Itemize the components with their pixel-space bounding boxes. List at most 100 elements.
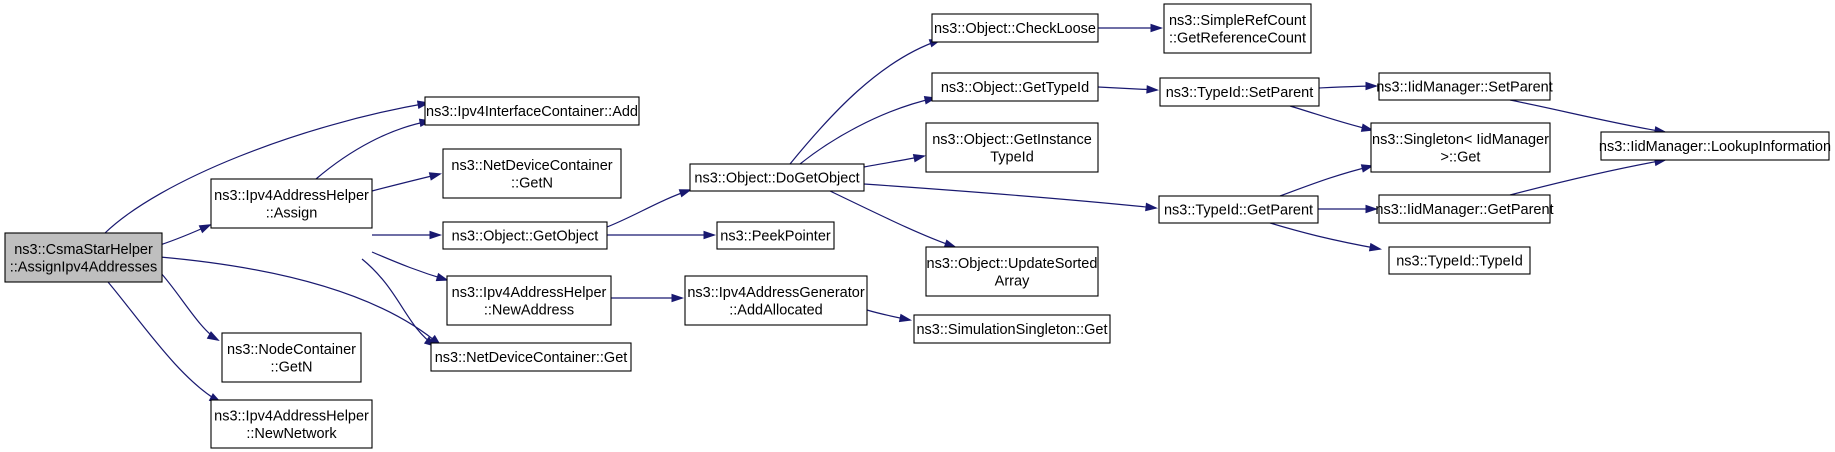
edge-arrowhead [1360,164,1374,173]
node-simsingleton-get[interactable]: ns3::SimulationSingleton::Get [913,314,1111,344]
node-ndc-get[interactable]: ns3::NetDeviceContainer::Get [430,342,632,372]
node-src-getrefcount[interactable]: ns3::SimpleRefCount::GetReferenceCount [1163,3,1312,54]
node-singleton-get[interactable]: ns3::Singleton< IidManager >::Get [1370,122,1551,173]
edge-obj_gettypeid-to-typeid_setparent [1097,85,1160,94]
node-box [1378,194,1551,224]
edge-obj_dogetobject-to-obj_updatesortedarray [829,190,957,248]
node-box [1370,122,1551,173]
node-peekpointer[interactable]: ns3::PeekPointer [716,221,835,250]
edge-typeid_getparent-to-singleton_get [1279,164,1374,197]
node-csma-assign[interactable]: ns3::CsmaStarHelper::AssignIpv4Addresses [4,232,163,283]
edge-typeid_setparent-to-singleton_get [1289,105,1374,132]
edge-obj_getobject-to-obj_dogetobject [606,189,692,228]
node-label-line: ::AssignIpv4Addresses [10,259,158,275]
node-iag-addallocated[interactable]: ns3::Ipv4AddressGenerator::AddAllocated [684,275,868,326]
node-box [4,232,163,283]
node-ndc-getn[interactable]: ns3::NetDeviceContainer::GetN [442,148,622,199]
edge-line [1269,222,1381,250]
node-obj-getobject[interactable]: ns3::Object::GetObject [442,221,608,250]
node-label-line: ns3::IidManager::LookupInformation [1599,139,1831,155]
node-obj-gettypeid[interactable]: ns3::Object::GetTypeId [931,72,1099,102]
node-label-line: Array [995,273,1030,289]
node-label-line: ns3::NetDeviceContainer [451,158,612,174]
edge-obj_getobject-to-peekpointer [607,230,717,240]
edge-arrowhead [1145,202,1159,212]
node-label-line: ns3::TypeId::GetParent [1164,203,1313,219]
node-label-line: ns3::Object::GetTypeId [941,80,1089,96]
edge-line [863,183,1157,209]
node-box [442,148,622,199]
node-box [221,332,362,383]
edge-arrowhead [1365,204,1379,214]
edge-arrowhead [435,272,449,282]
edge-arrowhead [678,189,692,198]
node-typeid-setparent[interactable]: ns3::TypeId::SetParent [1159,77,1320,107]
node-label-line: ns3::Ipv4AddressHelper [214,408,369,424]
node-label-line: ns3::Ipv4AddressGenerator [687,285,864,301]
edge-obj_dogetobject-to-obj_gettypeid [799,96,937,165]
edge-arrowhead [703,230,717,240]
node-box [430,342,632,372]
node-box [446,275,612,326]
node-iidm-getparent[interactable]: ns3::IidManager::GetParent [1375,194,1554,224]
node-iic-add[interactable]: ns3::Ipv4InterfaceContainer::Add [424,96,640,126]
edge-arrowhead [1146,85,1160,94]
node-obj-checkloose[interactable]: ns3::Object::CheckLoose [931,13,1099,43]
node-box [1600,131,1830,161]
node-label-line: ns3::Object::UpdateSorted [927,256,1098,272]
edge-line [159,256,441,346]
edge-iah_assign-to-iah_newaddress [371,251,449,282]
edge-line [1289,105,1373,131]
node-label-line: ns3::TypeId::TypeId [1396,254,1523,270]
node-box [931,13,1099,43]
node-obj-dogetobject[interactable]: ns3::Object::DoGetObject [689,163,865,192]
edge-obj_dogetobject-to-obj_getinstancetypeid [863,153,926,168]
node-label-line: ns3::Ipv4InterfaceContainer::Add [426,104,638,120]
call-graph-edges [104,23,1668,403]
edge-csma_assign-to-iah_assign [159,224,212,246]
node-label-line: ::AddAllocated [729,302,823,318]
edge-typeid_getparent-to-typeid_typeid [1269,222,1383,252]
node-iah-assign[interactable]: ns3::Ipv4AddressHelper::Assign [210,178,373,229]
edge-line [789,39,941,165]
edge-iah_assign-to-ndc_getn [371,172,442,192]
node-label-line: ::NewAddress [484,302,574,318]
edge-arrowhead [428,172,442,181]
node-label-line: ::NewNetwork [246,426,337,442]
edge-arrowhead [206,331,220,341]
node-iidm-lookup[interactable]: ns3::IidManager::LookupInformation [1599,131,1831,161]
node-label-line: ::Assign [266,205,318,221]
node-typeid-typeid[interactable]: ns3::TypeId::TypeId [1388,246,1531,275]
node-box [925,122,1099,173]
edge-arrowhead [1360,123,1374,132]
edge-line [107,281,221,403]
edge-obj_dogetobject-to-typeid_getparent [863,183,1159,212]
edge-arrowhead [671,293,685,303]
node-label-line: ns3::SimpleRefCount [1169,13,1306,29]
node-box [424,96,640,126]
edge-typeid_getparent-to-iidm_getparent [1318,204,1379,214]
node-box [1158,195,1319,224]
node-label-line: ns3::Ipv4AddressHelper [214,188,369,204]
node-iah-newnetwork[interactable]: ns3::Ipv4AddressHelper::NewNetwork [210,399,373,449]
node-box [1159,77,1320,107]
node-nc-getn[interactable]: ns3::NodeContainer::GetN [221,332,362,383]
edge-line [104,102,429,234]
node-iidm-setparent[interactable]: ns3::IidManager::SetParent [1376,72,1553,101]
edge-line [371,173,441,192]
edge-line [361,258,436,347]
edge-line [159,271,219,341]
node-iah-newaddress[interactable]: ns3::Ipv4AddressHelper::NewAddress [446,275,612,326]
edge-iah_assign-to-iic_add [315,118,433,180]
node-label-line: ns3::CsmaStarHelper [14,242,153,258]
node-box [913,314,1111,344]
node-label-line: ns3::Singleton< IidManager [1372,132,1549,148]
edge-line [1279,165,1373,197]
node-typeid-getparent[interactable]: ns3::TypeId::GetParent [1158,195,1319,224]
edge-line [799,97,936,165]
node-box [931,72,1099,102]
node-label-line: ns3::NodeContainer [227,342,356,358]
